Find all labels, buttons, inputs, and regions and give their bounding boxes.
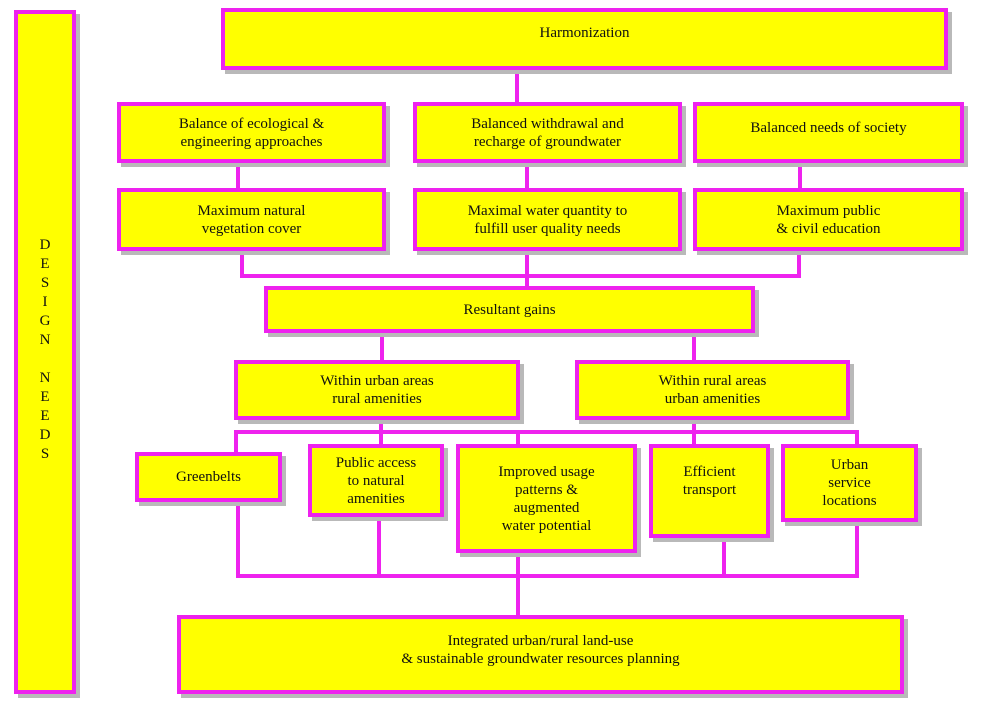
node-resultant-gains: Resultant gains bbox=[264, 286, 755, 333]
node-harmonization: Harmonization bbox=[221, 8, 948, 70]
node-max-water: Maximal water quantity to fulfill user q… bbox=[413, 188, 682, 251]
node-improved-usage: Improved usage patterns & augmented wate… bbox=[456, 444, 637, 553]
node-balance-groundwater: Balanced withdrawal and recharge of grou… bbox=[413, 102, 682, 163]
node-within-urban: Within urban areas rural amenities bbox=[234, 360, 520, 420]
design-needs-column: D E S I G N N E E D S bbox=[14, 10, 76, 694]
design-needs-label: D E S I G N N E E D S bbox=[39, 237, 51, 462]
node-greenbelts: Greenbelts bbox=[135, 452, 282, 502]
node-integrated-planning: Integrated urban/rural land-use & sustai… bbox=[177, 615, 904, 694]
node-urban-service: Urban service locations bbox=[781, 444, 918, 522]
node-balance-ecological: Balance of ecological & engineering appr… bbox=[117, 102, 386, 163]
node-balance-society: Balanced needs of society bbox=[693, 102, 964, 163]
node-max-vegetation: Maximum natural vegetation cover bbox=[117, 188, 386, 251]
node-max-public: Maximum public & civil education bbox=[693, 188, 964, 251]
node-within-rural: Within rural areas urban amenities bbox=[575, 360, 850, 420]
node-public-access: Public access to natural amenities bbox=[308, 444, 444, 517]
node-efficient-transport: Efficient transport bbox=[649, 444, 770, 538]
